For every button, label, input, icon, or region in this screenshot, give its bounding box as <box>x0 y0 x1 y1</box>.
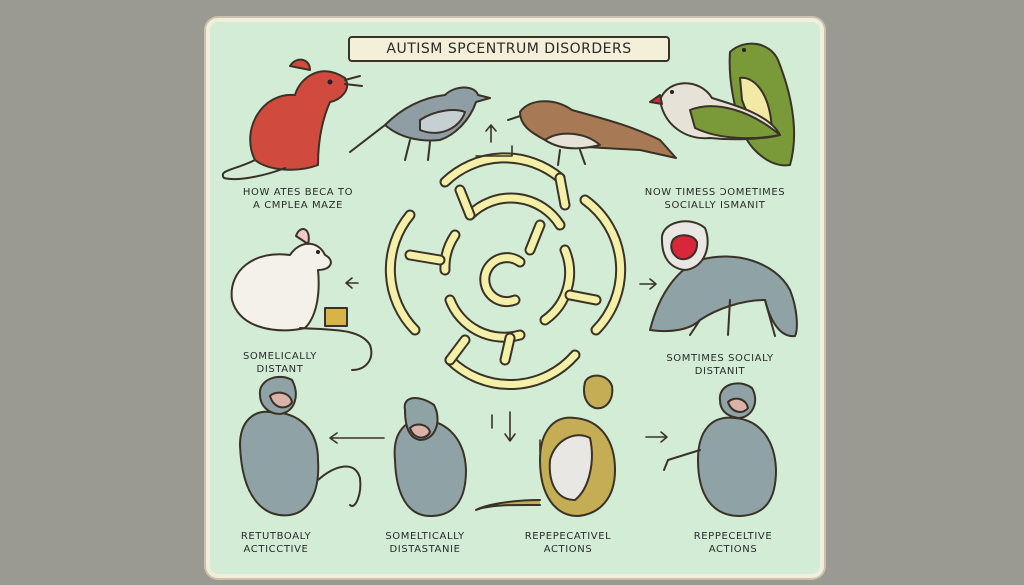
label-line: SOMTIMES SOCIALY <box>666 353 774 364</box>
label-line: DISTANIT <box>694 366 746 377</box>
arrow-corner <box>475 145 513 157</box>
label-line: ACTICCTIVE <box>243 544 309 555</box>
white-mouse-illustration <box>230 228 373 371</box>
label-top-left: HOW ATES BECA TO A CMPLEA MAZE <box>222 186 374 212</box>
label-top-right: NOW TIMESS ƆOMETIMES SOCIALLY ISMANIT <box>640 186 790 212</box>
macaque-illustration <box>649 220 798 338</box>
monkey-2-illustration <box>393 397 467 518</box>
label-bottom-4: REPPECELTIVE ACTIONS <box>678 530 788 556</box>
green-birds-illustration <box>649 42 796 167</box>
arrow-up <box>485 124 497 143</box>
red-rat-illustration <box>221 58 363 180</box>
tick-marks <box>491 414 541 453</box>
monkey-4-illustration <box>663 382 777 517</box>
label-line: HOW ATES BECA TO <box>242 187 354 198</box>
label-mid-right: SOMTIMES SOCIALY DISTANIT <box>650 352 790 378</box>
label-line: REPPECELTIVE <box>693 531 773 542</box>
monkey-3-illustration <box>475 374 616 517</box>
monkey-1-illustration <box>239 375 362 517</box>
label-line: SOMELICALLY <box>242 351 318 362</box>
label-mid-left: SOMELICALLY DISTANT <box>230 350 330 376</box>
arrow-left-mid <box>345 277 359 289</box>
maze-diagram <box>384 152 627 391</box>
label-line: ACTIONS <box>708 544 758 555</box>
label-line: NOW TIMESS ƆOMETIMES <box>644 187 786 198</box>
label-line: A CMPLEA MAZE <box>252 200 343 211</box>
label-line: RETUTBOALY <box>240 531 312 542</box>
label-line: DISTANT <box>256 364 304 375</box>
label-bottom-3: REPEPECATIVEL ACTIONS <box>512 530 624 556</box>
diagram-title: AUTISM SPCENTRUM DISORDERS <box>348 36 670 62</box>
label-bottom-2: SOMELTICALLY DISTASTANIE <box>365 530 485 556</box>
brown-bird-illustration <box>507 100 677 166</box>
label-line: SOCIALLY ISMANIT <box>664 200 766 211</box>
arrow-right-bottom <box>645 431 668 443</box>
label-line: ACTIONS <box>543 544 593 555</box>
label-bottom-1: RETUTBOALY ACTICCTIVE <box>226 530 326 556</box>
label-line: DISTASTANIE <box>389 544 461 555</box>
arrow-left-bottom <box>329 432 385 444</box>
grey-bird-illustration <box>349 86 491 161</box>
arrow-down <box>504 411 516 442</box>
label-line: SOMELTICALLY <box>385 531 465 542</box>
label-line: REPEPECATIVEL <box>524 531 612 542</box>
arrow-right-mid <box>639 278 657 290</box>
